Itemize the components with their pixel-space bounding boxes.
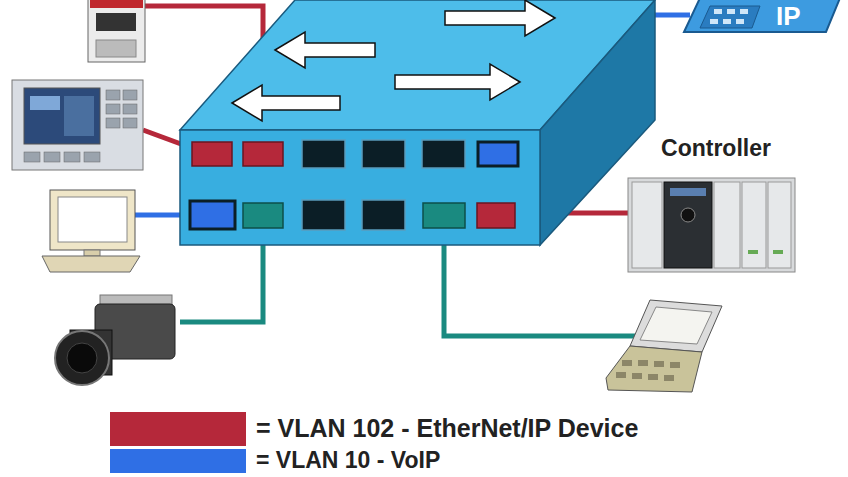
monitor-base [42, 256, 140, 272]
legend-text: = VLAN 102 - EtherNet/IP Device [256, 415, 638, 443]
port-empty [422, 140, 465, 168]
controller-module [742, 182, 766, 268]
controller-led [748, 250, 758, 254]
pc-icon [42, 190, 140, 272]
arrow-right [395, 64, 520, 100]
drive-body [88, 0, 145, 62]
switch-body [180, 0, 655, 245]
port-red [192, 142, 232, 166]
controller-led [773, 250, 783, 254]
controller-display [670, 188, 706, 196]
legend-text: = VLAN 10 - VoIP [256, 448, 440, 473]
monitor-body [50, 190, 135, 250]
hmi-screen [24, 88, 100, 144]
phone-label: IP [776, 2, 801, 31]
key [616, 372, 626, 378]
key [632, 373, 642, 379]
controller-key [681, 208, 695, 222]
switch-arrows [232, 0, 555, 121]
drive-icon [88, 0, 145, 62]
monitor-screen [58, 197, 127, 242]
port-red [243, 142, 283, 166]
port-red [477, 203, 515, 228]
switch-front [180, 130, 540, 245]
hmi-key [44, 152, 60, 162]
legend-entry: = VLAN 10 - VoIP [110, 448, 440, 473]
port-empty [362, 140, 405, 168]
handheld-keyboard [606, 346, 702, 392]
hmi-key [123, 118, 137, 128]
controller-module [632, 182, 662, 268]
arrow-left [275, 32, 375, 68]
phone-body [684, 0, 840, 32]
key [727, 9, 735, 14]
drive-panel [96, 13, 136, 31]
port-blue [190, 201, 235, 229]
arrow-left [232, 85, 340, 121]
port-teal [243, 203, 283, 228]
camera-lens [55, 331, 109, 385]
hmi-key [84, 152, 100, 162]
hmi-key [24, 152, 40, 162]
monitor-neck [84, 250, 100, 256]
key [736, 19, 744, 24]
phone-keypad [700, 6, 760, 28]
controller-module [768, 182, 791, 268]
hmi-key [106, 90, 120, 100]
port-blue [478, 142, 518, 166]
switch-ports [190, 140, 518, 230]
key [648, 374, 658, 380]
controller-cpu [664, 182, 712, 268]
key [740, 9, 748, 14]
hmi-key [64, 152, 80, 162]
port-empty [302, 200, 345, 230]
key [723, 19, 731, 24]
ip-phone-icon [684, 0, 840, 32]
port-empty [362, 200, 405, 230]
legend-swatch [110, 449, 246, 473]
hmi-key [123, 104, 137, 114]
handheld-keys [616, 360, 680, 381]
key [654, 361, 664, 367]
arrow-right [445, 0, 555, 36]
key [710, 19, 718, 24]
phone-keys [710, 9, 748, 24]
key [664, 375, 674, 381]
controller-module [714, 182, 740, 268]
hmi-key [123, 90, 137, 100]
legend-entry: = VLAN 102 - EtherNet/IP Device [110, 412, 638, 446]
hmi-keys [24, 90, 137, 162]
key [670, 362, 680, 368]
hmi-body [12, 80, 143, 170]
key [638, 360, 648, 366]
device-label: Controller [661, 136, 771, 161]
camera-glass [67, 343, 97, 373]
drive-band [90, 0, 143, 8]
handheld-inner [640, 307, 712, 344]
port-teal [423, 203, 465, 228]
port-empty [302, 140, 345, 168]
controller-icon [628, 178, 795, 272]
key [714, 9, 722, 14]
hmi-screen-detail [64, 96, 94, 136]
handheld-screen [630, 300, 722, 352]
hmi-screen-detail [30, 96, 60, 110]
key [622, 360, 632, 366]
controller-rack [628, 178, 795, 272]
handheld-icon [606, 300, 722, 392]
hmi-key [106, 118, 120, 128]
drive-grille [96, 40, 136, 57]
hmi-key [106, 104, 120, 114]
camera-icon [55, 295, 175, 385]
legend-swatch [110, 412, 246, 446]
hmi-icon [12, 80, 143, 170]
